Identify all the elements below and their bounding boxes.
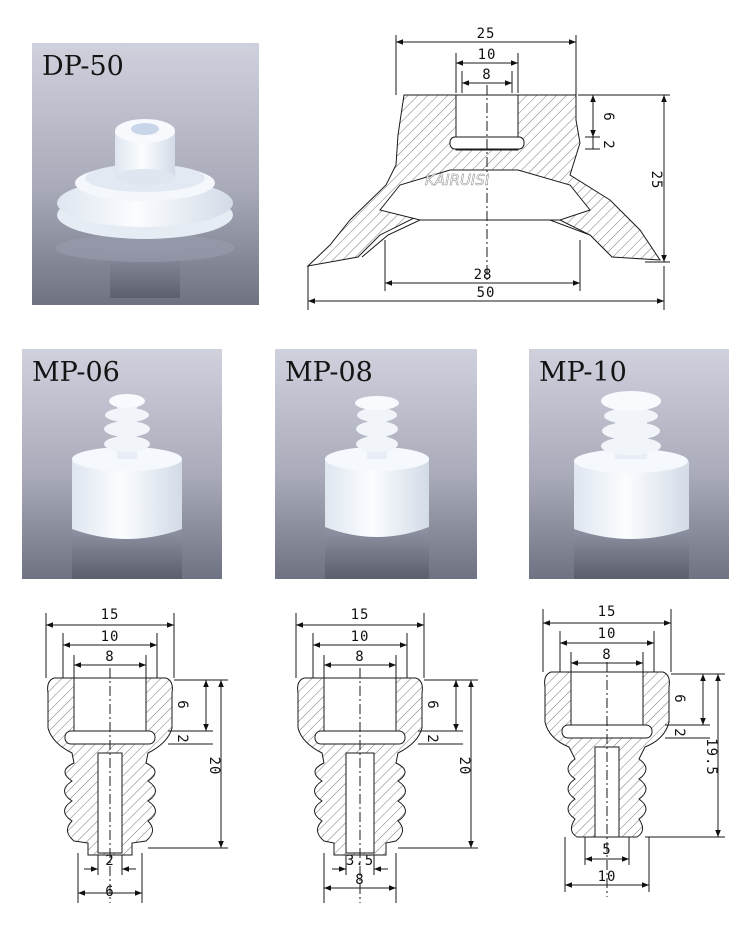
dim-top-height: 6 [671,694,687,703]
technical-drawing: 15 10 8 6 2 20 2 6 [45,607,228,903]
dim-tip-inner: 2 [105,853,114,869]
suction-cup-image [22,349,222,579]
dim-tip-outer: 10 [598,869,617,885]
product-photo-mp06: MP-06 [22,349,222,579]
dim-bore-inner: 8 [355,649,364,665]
dim-tip-inner: 5 [602,842,611,858]
dim-total-height: 20 [206,757,222,776]
product-photo-mp10: MP-10 [529,349,729,579]
dim-bore-outer: 10 [101,629,120,645]
dim-slot: 2 [671,728,687,737]
dim-tip-inner: 3.5 [346,853,374,869]
dim-slot: 2 [174,734,190,743]
dim-total-height: 19.5 [703,738,719,776]
product-photo-mp08: MP-08 [275,349,477,579]
dim-bore-inner: 8 [602,647,611,663]
dim-total-height: 20 [456,757,472,776]
dim-top-width: 15 [351,607,370,623]
product-photo-dp50: DP-50 [32,43,259,305]
dim-tip-outer: 6 [105,884,114,900]
dim-bore-outer: 10 [478,47,497,63]
dim-bore-inner: 8 [482,67,491,83]
technical-drawing: 15 10 8 6 2 19.5 5 10 [542,604,725,897]
suction-cup-image [275,349,477,579]
dim-slot: 2 [600,140,616,149]
drawing-dp50: 25 10 8 6 2 25 28 50 KAIRUISI [300,25,680,315]
dim-base-inner: 28 [474,267,493,283]
model-label: DP-50 [42,51,124,82]
dim-top-height: 6 [174,700,190,709]
dim-top-height: 6 [424,700,440,709]
drawing-mp08: 15 10 8 6 2 20 3.5 8 [288,603,498,913]
dim-tip-outer: 8 [355,872,364,888]
dim-total-height: 25 [648,171,664,190]
model-label: MP-08 [285,357,373,388]
model-label: MP-10 [539,357,627,388]
dim-bore-outer: 10 [598,626,617,642]
technical-drawing: 25 10 8 6 2 25 28 50 KAIRUISI [306,26,670,310]
technical-drawing: 15 10 8 6 2 20 3.5 8 [295,607,478,903]
dim-top-height: 6 [600,112,616,121]
suction-cup-image [529,349,729,579]
dim-bore-inner: 8 [105,649,114,665]
model-label: MP-06 [32,357,120,388]
dim-slot: 2 [424,734,440,743]
dim-bore-outer: 10 [351,629,370,645]
drawing-mp10: 15 10 8 6 2 19.5 5 10 [535,597,745,907]
dim-top-width: 25 [477,26,496,42]
dim-top-width: 15 [598,604,617,620]
watermark: KAIRUISI [425,171,490,189]
dim-base-outer: 50 [477,285,496,301]
dim-top-width: 15 [101,607,120,623]
drawing-mp06: 15 10 8 6 2 20 2 6 [38,603,248,913]
suction-cup-image [32,43,259,305]
